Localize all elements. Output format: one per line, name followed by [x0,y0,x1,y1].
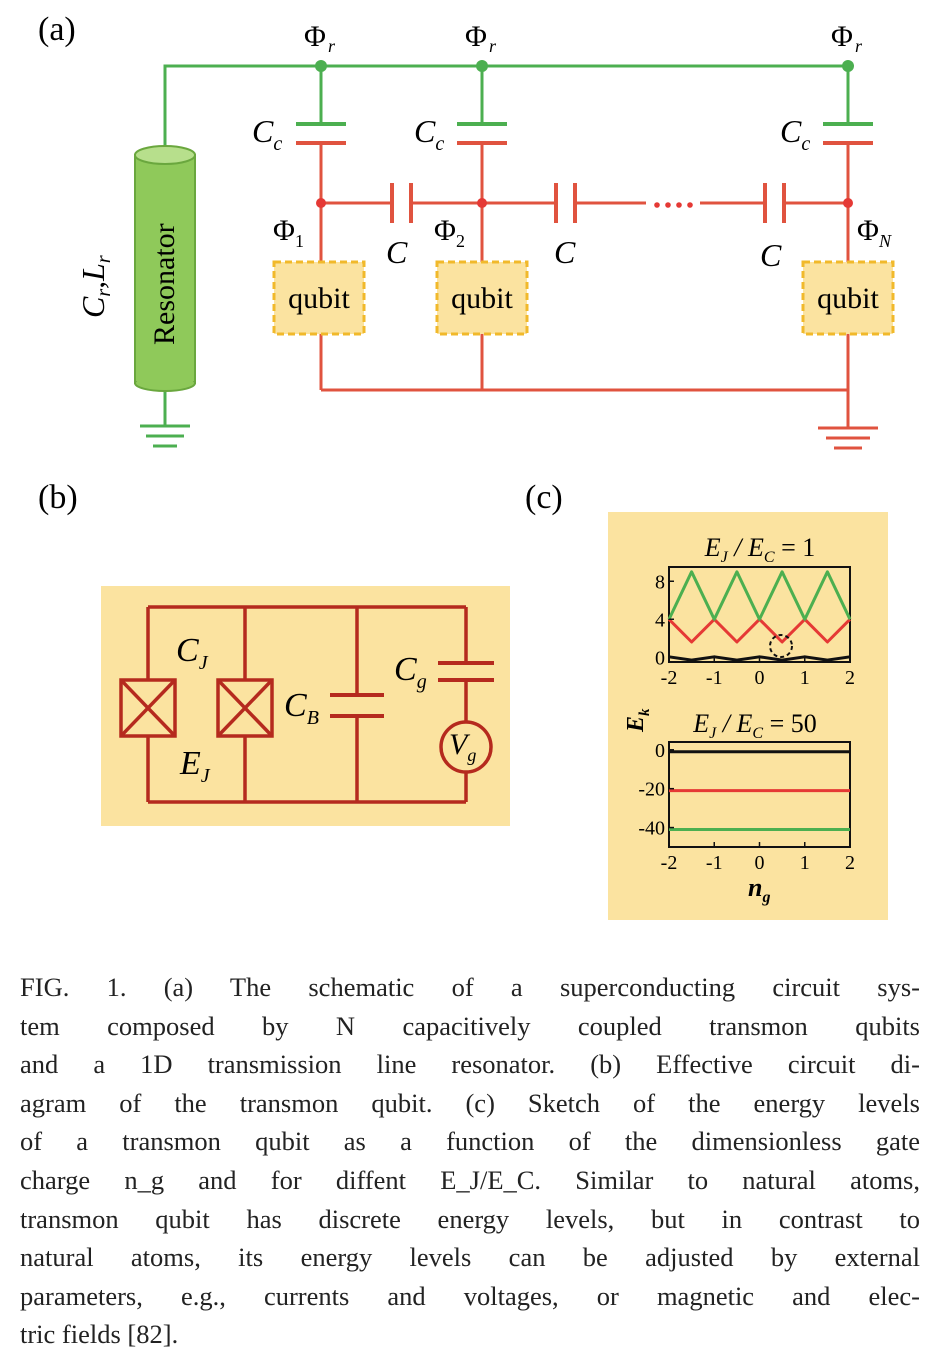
top-plot: -2 -1 0 1 2 0 4 8 [655,570,855,689]
figure-caption: FIG. 1. (a) The schematic of a supercond… [20,968,920,1354]
cc-labels: Cc Cc Cc [252,113,810,155]
svg-text:C: C [554,234,576,270]
y-tick-label: 4 [655,609,665,631]
svg-text:Φr: Φr [304,20,336,56]
green-bus [140,64,850,448]
panel-c-label: (c) [525,479,563,516]
svg-text:ΦN: ΦN [857,214,892,251]
svg-text:Cc: Cc [252,113,282,155]
qubit-n-label: qubit [817,282,879,315]
top-plot-title: EJ / EC = 1 [704,533,815,566]
caption-line: charge n_g and for diffent E_J/E_C. Simi… [20,1164,920,1195]
caption-line: and a 1D transmission line resonator. (b… [20,1049,920,1080]
caption-line: agram of the transmon qubit. (c) Sketch … [20,1087,920,1118]
phi-r-nodes [315,60,854,72]
y-tick-label: 0 [655,740,665,762]
y-tick-label: -20 [638,779,665,801]
qubit-2-label: qubit [451,282,513,315]
panel-b: (b) CJ EJ [38,479,510,826]
series-line-level-0 [668,655,851,662]
x-tick-label: 0 [755,852,765,874]
x-tick-label: 2 [845,667,855,689]
svg-text:CJ: CJ [176,632,209,674]
panel-b-label: (b) [38,479,78,516]
red-wiring [296,141,878,450]
caption-line: transmon qubit has discrete energy level… [20,1203,920,1234]
x-tick-label: 2 [845,852,855,874]
svg-text:Cc: Cc [414,113,444,155]
series-line-level-2 [667,570,852,621]
c-labels: C C C [386,234,782,273]
svg-text:Cc: Cc [780,113,810,155]
svg-text:Φr: Φr [465,20,497,56]
svg-text:Φ2: Φ2 [434,214,465,251]
x-tick-label: -2 [661,852,678,874]
y-tick-label: 8 [655,571,665,593]
caption-line: parameters, e.g., currents and voltages,… [20,1280,920,1311]
bottom-plot: -2 -1 0 1 2 0 -20 -40 [638,740,855,874]
ellipsis-dots [654,202,693,208]
svg-text:Φr: Φr [831,20,863,56]
x-tick-label: 1 [800,667,810,689]
svg-text:CB: CB [284,687,319,729]
x-tick-label: 1 [800,852,810,874]
dashed-circle-annotation [769,634,793,658]
resonator-label: Resonator [148,223,181,345]
phi-i-labels: Φ1 Φ2 ΦN [273,214,892,251]
caption-line: of a transmon qubit as a function of the… [20,1126,920,1157]
svg-text:C: C [760,237,782,273]
x-tick-label: -2 [661,667,678,689]
caption-line: tric fields [82]. [20,1319,179,1350]
svg-text:C: C [386,234,408,270]
caption-line: natural atoms, its energy levels can be … [20,1242,920,1273]
svg-text:EJ: EJ [179,745,211,787]
svg-text:Φ1: Φ1 [273,214,304,251]
x-tick-label: -1 [706,667,723,689]
x-tick-label: -1 [706,852,723,874]
qubit-1-label: qubit [288,282,350,315]
caption-line: tem composed by N capacitively coupled t… [20,1010,920,1041]
bottom-plot-title: EJ / EC = 50 [692,709,816,742]
phi-nodes [316,198,853,208]
qubit-boxes: qubit qubit qubit [272,260,895,336]
x-tick-label: 0 [755,667,765,689]
cr-lr-label: Cr,Lr [75,255,115,318]
svg-text:Vg: Vg [449,728,476,765]
y-tick-label: 0 [655,647,665,669]
caption-line: FIG. 1. (a) The schematic of a supercond… [20,972,920,1002]
b-labels: CJ EJ CB Cg Vg [176,632,476,787]
svg-text:Cg: Cg [394,651,427,693]
y-tick-label: -40 [638,818,665,840]
resonator: Resonator [134,145,196,392]
panel-a-label: (a) [38,11,76,48]
b-wiring [119,605,494,804]
